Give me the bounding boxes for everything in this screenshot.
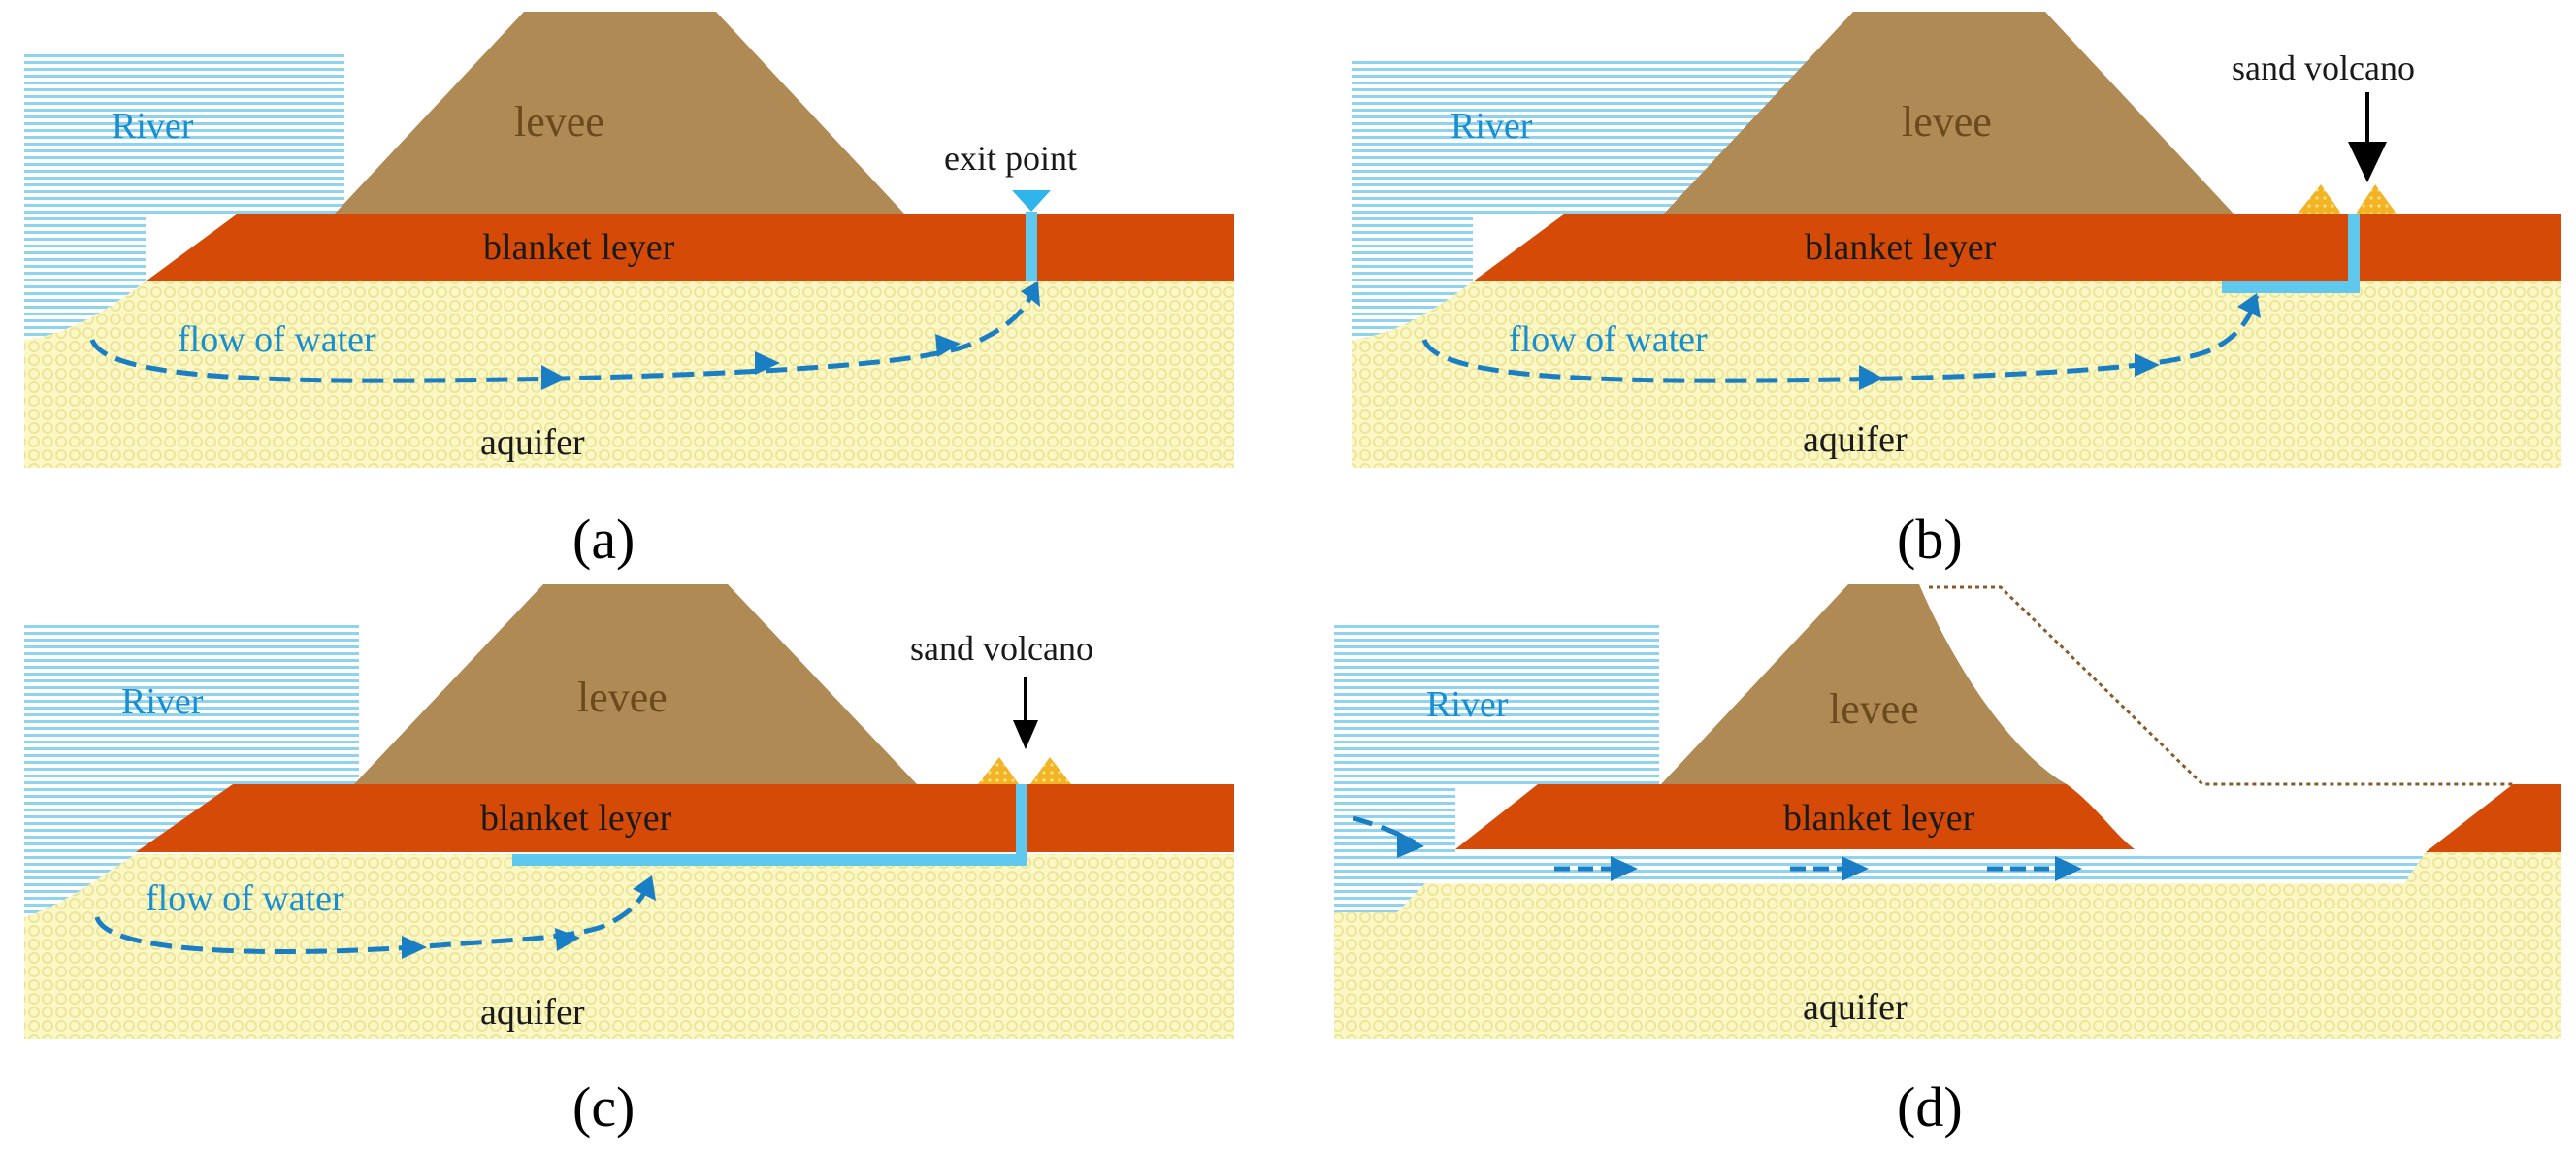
flow-arrowhead <box>541 365 567 390</box>
seepage-pipe <box>1016 784 1027 866</box>
flow-arrowhead <box>555 928 580 951</box>
blanket-layer <box>1455 784 2135 849</box>
panel-b: River levee blanket leyer flow of water … <box>1352 12 2561 571</box>
river-label: River <box>112 106 194 147</box>
exit-point-label: exit point <box>944 139 1077 178</box>
aquifer-layer <box>24 854 1234 1039</box>
levee-label: levee <box>577 674 668 721</box>
flow-arrowhead <box>1842 856 1869 881</box>
blanket-layer-end <box>2426 784 2561 852</box>
blanket-layer <box>146 214 1234 281</box>
panel-caption: (d) <box>1897 1075 1963 1138</box>
flow-arrowhead <box>2135 353 2160 377</box>
river-label: River <box>1426 684 1509 725</box>
aquifer-label: aquifer <box>480 422 585 463</box>
flow-arrowhead <box>1021 281 1040 307</box>
panel-a: River levee blanket leyer flow of water … <box>24 12 1234 571</box>
flow-arrow <box>89 282 1039 383</box>
levee-label: levee <box>514 98 604 146</box>
blanket-label: blanket leyer <box>1783 798 1975 839</box>
flow-label: flow of water <box>1509 319 1708 360</box>
panel-caption: (a) <box>572 508 635 571</box>
sand-volcano <box>2298 184 2397 214</box>
aquifer-label: aquifer <box>1803 419 1908 460</box>
river-water <box>24 53 344 340</box>
flow-arrowhead <box>402 936 427 959</box>
annotation-arrowhead <box>1013 720 1038 749</box>
blanket-layer <box>136 784 1234 852</box>
seepage-channel <box>2222 281 2360 293</box>
sand-volcano-label: sand volcano <box>910 629 1093 668</box>
flow-arrowhead <box>1611 856 1638 881</box>
exit-point-marker <box>1012 190 1051 212</box>
sand-volcano <box>978 757 1071 784</box>
river-water <box>1334 621 1659 912</box>
levee <box>1664 12 2234 214</box>
levee-label: levee <box>1902 98 1992 146</box>
aquifer-label: aquifer <box>480 992 585 1033</box>
flow-arrowhead <box>1859 365 1884 390</box>
river-label: River <box>121 681 204 722</box>
flow-arrowhead <box>2237 293 2261 318</box>
sand-volcano-label: sand volcano <box>2232 49 2415 87</box>
panel-caption: (b) <box>1897 508 1963 571</box>
flow-arrowhead <box>935 334 961 357</box>
panel-d: River levee blanket leyer aquifer (d) <box>1334 584 2561 1138</box>
blanket-label: blanket leyer <box>1805 227 1997 268</box>
blanket-label: blanket leyer <box>483 227 675 268</box>
flow-arrowhead <box>633 875 656 901</box>
levee-label: levee <box>1829 685 1919 733</box>
panel-c: River levee blanket leyer flow of water … <box>24 584 1234 1138</box>
blanket-layer <box>1473 214 2561 281</box>
river-water <box>1352 60 1829 340</box>
aquifer-label: aquifer <box>1803 987 1908 1028</box>
river-water <box>24 621 359 917</box>
blanket-label: blanket leyer <box>480 798 672 839</box>
levee <box>354 584 917 784</box>
river-label: River <box>1451 106 1533 147</box>
flow-arrow <box>94 877 653 955</box>
flow-arrowhead <box>1397 831 1424 858</box>
levee <box>335 12 904 214</box>
annotation-arrowhead <box>2348 142 2387 182</box>
flow-arrow <box>1421 295 2260 383</box>
flow-arrowhead <box>755 351 780 375</box>
seepage-pipe <box>2348 214 2360 293</box>
seepage-pipe <box>1026 212 1037 281</box>
flow-label: flow of water <box>178 319 376 360</box>
panel-caption: (c) <box>572 1075 635 1138</box>
original-levee-outline <box>1929 585 2513 786</box>
levee <box>1661 584 2067 784</box>
seepage-channel <box>512 854 1027 866</box>
flow-arrowhead <box>2055 856 2082 881</box>
flow-label: flow of water <box>146 878 344 919</box>
